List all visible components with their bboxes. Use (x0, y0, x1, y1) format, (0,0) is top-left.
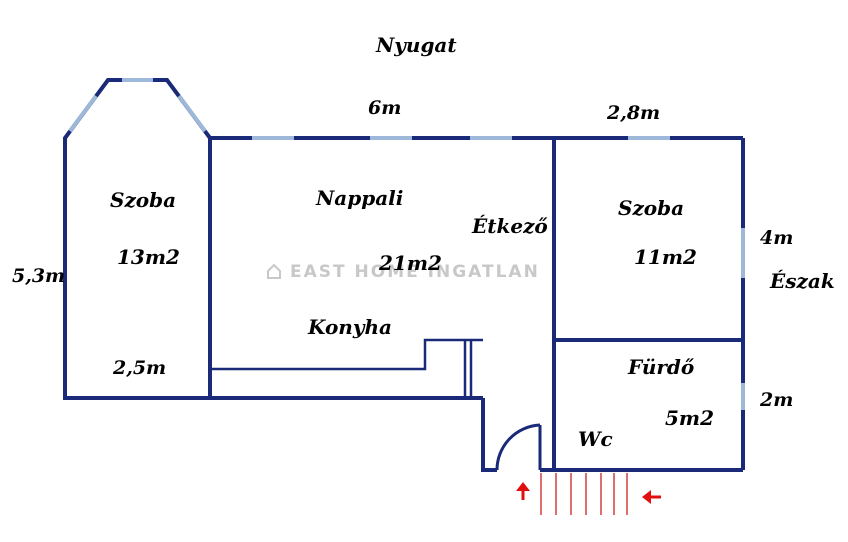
room-szoba-right-area: 11m2 (634, 245, 697, 269)
dimension-bath: 2m (759, 389, 793, 411)
room-szoba-right-name: Szoba (618, 196, 684, 220)
watermark: EAST HOME INGATLAN (267, 262, 540, 282)
left-arrow-icon (642, 490, 661, 504)
dimension-left-height: 5,3m (12, 265, 65, 287)
walls (63, 78, 745, 472)
watermark-text: EAST HOME INGATLAN (290, 262, 540, 282)
room-nappali-area: 21m2 (378, 251, 442, 275)
wall-entrance-left (481, 398, 497, 472)
window-bay-3 (177, 94, 207, 133)
entrance-stairs (540, 473, 628, 515)
room-konyha-name: Konyha (307, 315, 392, 339)
kitchen-counter (210, 338, 483, 398)
wall-bay-room (63, 78, 212, 400)
room-wc-name: Wc (578, 427, 613, 451)
windows (68, 78, 745, 410)
room-furdo-name: Fürdő (627, 355, 695, 379)
dimension-top-living: 6m (368, 97, 401, 119)
entrance-door (495, 423, 542, 471)
dimension-top-right: 2,8m (606, 102, 660, 124)
dimension-left-bottom: 2,5m (112, 357, 166, 379)
room-nappali-name: Nappali (315, 186, 403, 210)
window-bay-1 (68, 94, 98, 133)
up-arrow-icon (516, 482, 530, 500)
room-szoba-left-name: Szoba (110, 188, 176, 212)
room-furdo-area: 5m2 (665, 406, 714, 430)
room-szoba-left-area: 13m2 (117, 245, 180, 269)
room-etkezo-name: Étkező (471, 214, 548, 238)
dimension-right-room: 4m (760, 227, 793, 249)
compass-west: Nyugat (375, 33, 457, 57)
compass-north: Észak (769, 269, 835, 293)
house-icon (267, 263, 281, 279)
